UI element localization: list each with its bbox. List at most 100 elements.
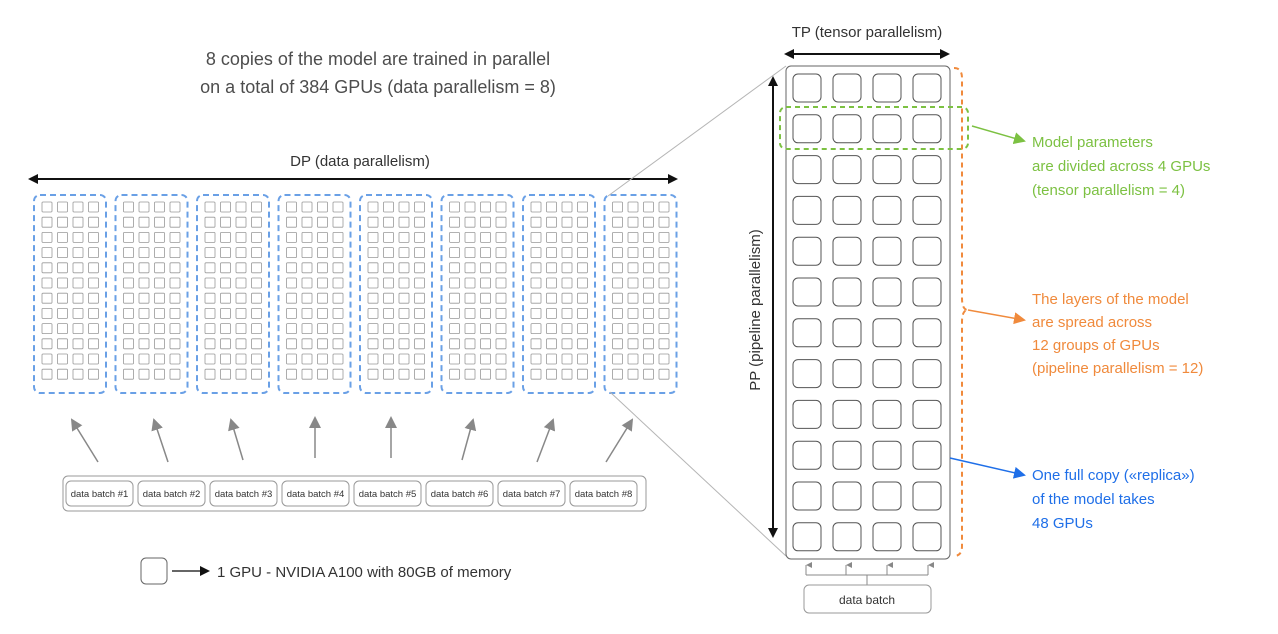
gpu-cell <box>449 338 460 350</box>
gpu-cell <box>627 216 639 228</box>
gpu-cell <box>398 292 410 304</box>
gpu-cell <box>220 353 231 365</box>
headline-line-1: 8 copies of the model are trained in par… <box>206 49 550 69</box>
gpu-cell <box>367 247 379 259</box>
gpu-cell <box>169 292 181 304</box>
gpu-cell <box>154 277 165 289</box>
tensor-annotation-line: are divided across 4 GPUs <box>1032 158 1210 175</box>
gpu-cell <box>561 231 573 243</box>
pipeline-annotation-line: are spread across <box>1032 314 1152 331</box>
gpu-cell <box>154 368 165 380</box>
gpu-cell <box>286 368 297 380</box>
gpu-cell <box>577 307 588 319</box>
gpu-cell <box>123 277 134 289</box>
gpu-cell <box>658 216 670 228</box>
gpu-cell <box>367 307 379 319</box>
gpu-cell <box>577 353 588 365</box>
batch-arrow <box>70 418 99 463</box>
gpu-cell <box>414 307 425 319</box>
gpu-cell <box>41 307 53 319</box>
gpu-cell <box>912 359 942 389</box>
gpu-cell <box>88 231 99 243</box>
gpu-cell <box>41 277 53 289</box>
gpu-cell <box>546 201 557 213</box>
gpu-cell <box>169 247 181 259</box>
data-batch-label: data batch #5 <box>359 489 417 500</box>
gpu-cell <box>383 368 394 380</box>
gpu-cell <box>41 368 53 380</box>
gpu-cell <box>367 277 379 289</box>
gpu-cell <box>546 216 557 228</box>
gpu-cell <box>301 368 313 380</box>
gpu-cell <box>220 201 231 213</box>
gpu-cell <box>123 353 134 365</box>
gpu-cell <box>872 522 902 552</box>
gpu-cell <box>872 73 902 103</box>
replica-group <box>440 194 515 394</box>
replica-annotation-arrow <box>949 457 1026 479</box>
gpu-cell <box>643 262 654 274</box>
gpu-cell <box>123 216 134 228</box>
gpu-cell <box>546 338 557 350</box>
gpu-cell <box>612 307 623 319</box>
gpu-cell <box>612 353 623 365</box>
gpu-cell <box>577 262 588 274</box>
gpu-cell <box>414 353 425 365</box>
gpu-cell <box>912 481 942 511</box>
gpu-cell <box>301 247 313 259</box>
gpu-cell <box>220 338 231 350</box>
gpu-cell <box>464 353 476 365</box>
gpu-cell <box>530 307 542 319</box>
gpu-cell <box>286 262 297 274</box>
gpu-cell <box>383 277 394 289</box>
gpu-cell <box>204 307 216 319</box>
gpu-cell <box>398 277 410 289</box>
gpu-cell <box>251 323 262 335</box>
batch-container <box>62 475 647 512</box>
gpu-cell <box>123 338 134 350</box>
data-batch-label: data batch #7 <box>503 489 561 500</box>
gpu-cell <box>317 338 328 350</box>
gpu-cell <box>627 353 639 365</box>
gpu-cell <box>204 277 216 289</box>
zoom-data-batch-box <box>803 584 932 614</box>
gpu-cell <box>154 338 165 350</box>
gpu-cell <box>530 262 542 274</box>
gpu-cell <box>495 247 507 259</box>
gpu-cell <box>658 201 670 213</box>
gpu-cell <box>398 307 410 319</box>
gpu-cell <box>72 368 84 380</box>
gpu-cell <box>398 338 410 350</box>
gpu-cell <box>792 195 822 225</box>
zoom-batch-arrows <box>805 562 934 575</box>
replica-group <box>522 194 596 394</box>
replica-annotation-line: of the model takes <box>1032 491 1155 508</box>
gpu-cell <box>832 522 862 552</box>
data-batch-label: data batch #3 <box>215 489 273 500</box>
gpu-cell <box>154 307 165 319</box>
gpu-cell <box>169 201 181 213</box>
gpu-cell <box>495 353 507 365</box>
gpu-cell <box>792 114 822 144</box>
gpu-cell <box>546 292 557 304</box>
gpu-cell <box>57 338 68 350</box>
gpu-cell <box>912 73 942 103</box>
data-batch-label: data batch #4 <box>287 489 345 500</box>
tensor-annotation-line: (tensor parallelism = 4) <box>1032 182 1185 199</box>
gpu-cell <box>530 292 542 304</box>
gpu-cell <box>169 353 181 365</box>
gpu-cell <box>449 307 460 319</box>
gpu-cell <box>317 307 328 319</box>
pipeline-annotation-line: 12 groups of GPUs <box>1032 337 1160 354</box>
gpu-cell <box>154 323 165 335</box>
gpu-cell <box>332 201 344 213</box>
gpu-cell <box>414 277 425 289</box>
gpu-cell <box>301 277 313 289</box>
gpu-cell <box>464 262 476 274</box>
gpu-cell <box>546 277 557 289</box>
gpu-cell <box>72 292 84 304</box>
gpu-cell <box>464 231 476 243</box>
gpu-cell <box>832 236 862 266</box>
gpu-cell <box>138 368 150 380</box>
